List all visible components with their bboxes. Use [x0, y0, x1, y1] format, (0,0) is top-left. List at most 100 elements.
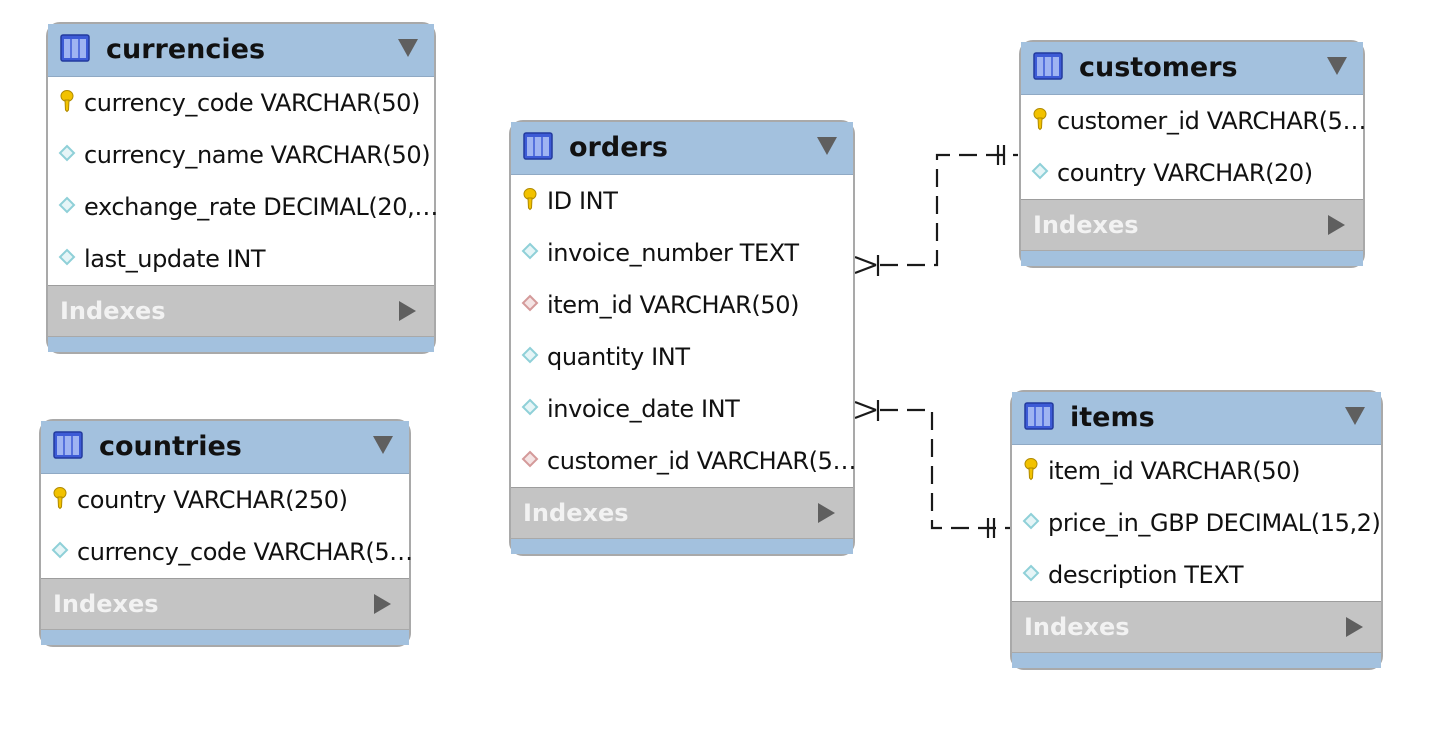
relationship-orders-items[interactable] — [854, 400, 1010, 538]
column-definition: country VARCHAR(20) — [1057, 159, 1313, 187]
column-row[interactable]: description TEXT — [1012, 549, 1381, 601]
collapse-triangle-icon[interactable] — [1345, 407, 1365, 425]
table-header[interactable]: customers — [1021, 42, 1363, 95]
column-definition: item_id VARCHAR(50) — [1048, 457, 1301, 485]
table-footer — [1021, 251, 1363, 266]
column-definition: price_in_GBP DECIMAL(15,2) — [1048, 509, 1381, 537]
collapse-triangle-icon[interactable] — [1327, 57, 1347, 75]
column-row[interactable]: item_id VARCHAR(50) — [1012, 445, 1381, 497]
foreign-key-diamond-icon — [521, 450, 539, 468]
primary-key-icon — [1024, 458, 1038, 481]
table-footer — [511, 539, 853, 554]
collapse-triangle-icon[interactable] — [373, 436, 393, 454]
column-row[interactable]: customer_id VARCHAR(5… — [511, 435, 857, 487]
table-grid-icon — [523, 132, 553, 160]
table-title: orders — [569, 132, 668, 163]
primary-key-icon — [523, 188, 537, 211]
column-diamond-icon — [521, 398, 539, 416]
table-currencies[interactable]: currencies currency_code VARCHAR(50) curr… — [46, 22, 438, 354]
column-definition: item_id VARCHAR(50) — [547, 291, 800, 319]
expand-triangle-icon[interactable] — [399, 301, 416, 321]
column-diamond-icon — [58, 144, 76, 162]
expand-triangle-icon[interactable] — [1346, 617, 1363, 637]
column-list: item_id VARCHAR(50) price_in_GBP DECIMAL(… — [1012, 445, 1381, 602]
indexes-section[interactable]: Indexes — [48, 286, 434, 337]
indexes-label: Indexes — [1033, 211, 1139, 239]
expand-triangle-icon[interactable] — [374, 594, 391, 614]
column-diamond-icon — [521, 346, 539, 364]
column-row[interactable]: country VARCHAR(250) — [41, 474, 409, 526]
indexes-label: Indexes — [60, 297, 166, 325]
table-footer — [48, 337, 434, 352]
indexes-section[interactable]: Indexes — [511, 488, 853, 539]
column-definition: invoice_date INT — [547, 395, 740, 423]
indexes-label: Indexes — [523, 499, 629, 527]
exactly-one-marker — [996, 145, 1006, 165]
column-definition: ID INT — [547, 187, 618, 215]
expand-triangle-icon[interactable] — [1328, 215, 1345, 235]
column-definition: customer_id VARCHAR(5… — [1057, 107, 1367, 135]
table-footer — [1012, 653, 1381, 668]
column-definition: last_update INT — [84, 245, 266, 273]
table-title: currencies — [106, 34, 266, 65]
column-row[interactable]: exchange_rate DECIMAL(20,… — [48, 181, 438, 233]
column-diamond-icon — [1031, 162, 1049, 180]
table-header[interactable]: items — [1012, 392, 1381, 445]
column-definition: exchange_rate DECIMAL(20,… — [84, 193, 438, 221]
table-orders[interactable]: orders ID INT invoice_number TEXT item_id … — [509, 120, 857, 556]
column-list: ID INT invoice_number TEXT item_id VARCHAR… — [511, 175, 857, 488]
table-countries[interactable]: countries country VARCHAR(250) currency_c… — [39, 419, 413, 647]
column-definition: customer_id VARCHAR(5… — [547, 447, 857, 475]
table-header[interactable]: orders — [511, 122, 853, 175]
connector-orders-customers — [880, 153, 1018, 267]
crowfoot-one-or-many-marker — [854, 400, 880, 421]
column-row[interactable]: currency_code VARCHAR(50) — [48, 77, 434, 129]
column-row[interactable]: price_in_GBP DECIMAL(15,2) — [1012, 497, 1381, 549]
indexes-label: Indexes — [53, 590, 159, 618]
column-definition: quantity INT — [547, 343, 690, 371]
foreign-key-diamond-icon — [521, 294, 539, 312]
table-items[interactable]: items item_id VARCHAR(50) price_in_GBP DE… — [1010, 390, 1383, 670]
table-header[interactable]: countries — [41, 421, 409, 474]
table-header[interactable]: currencies — [48, 24, 434, 77]
indexes-section[interactable]: Indexes — [41, 579, 409, 630]
table-title: customers — [1079, 52, 1238, 83]
column-diamond-icon — [51, 541, 69, 559]
crowfoot-one-or-many-marker — [854, 255, 880, 276]
relationship-orders-customers[interactable] — [854, 145, 1018, 276]
table-grid-icon — [1033, 52, 1063, 80]
column-definition: currency_code VARCHAR(50) — [84, 89, 421, 117]
column-definition: country VARCHAR(250) — [77, 486, 348, 514]
column-row[interactable]: currency_name VARCHAR(50) — [48, 129, 434, 181]
table-footer — [41, 630, 409, 645]
column-row[interactable]: invoice_date INT — [511, 383, 853, 435]
collapse-triangle-icon[interactable] — [817, 137, 837, 155]
expand-triangle-icon[interactable] — [818, 503, 835, 523]
collapse-triangle-icon[interactable] — [398, 39, 418, 57]
column-definition: currency_code VARCHAR(5… — [77, 538, 413, 566]
column-definition: currency_name VARCHAR(50) — [84, 141, 431, 169]
column-row[interactable]: last_update INT — [48, 233, 434, 285]
column-row[interactable]: ID INT — [511, 175, 853, 227]
column-row[interactable]: item_id VARCHAR(50) — [511, 279, 853, 331]
column-list: country VARCHAR(250) currency_code VARCHA… — [41, 474, 413, 579]
column-diamond-icon — [1022, 564, 1040, 582]
primary-key-icon — [60, 90, 74, 113]
connector-orders-items — [880, 408, 1010, 530]
indexes-section[interactable]: Indexes — [1021, 200, 1363, 251]
table-grid-icon — [60, 34, 90, 62]
column-diamond-icon — [58, 248, 76, 266]
column-definition: invoice_number TEXT — [547, 239, 799, 267]
table-customers[interactable]: customers customer_id VARCHAR(5… country … — [1019, 40, 1367, 268]
column-row[interactable]: quantity INT — [511, 331, 853, 383]
column-row[interactable]: country VARCHAR(20) — [1021, 147, 1363, 199]
table-grid-icon — [53, 431, 83, 459]
column-row[interactable]: currency_code VARCHAR(5… — [41, 526, 413, 578]
column-diamond-icon — [58, 196, 76, 214]
column-diamond-icon — [521, 242, 539, 260]
indexes-section[interactable]: Indexes — [1012, 602, 1381, 653]
column-definition: description TEXT — [1048, 561, 1244, 589]
column-row[interactable]: customer_id VARCHAR(5… — [1021, 95, 1367, 147]
column-row[interactable]: invoice_number TEXT — [511, 227, 853, 279]
